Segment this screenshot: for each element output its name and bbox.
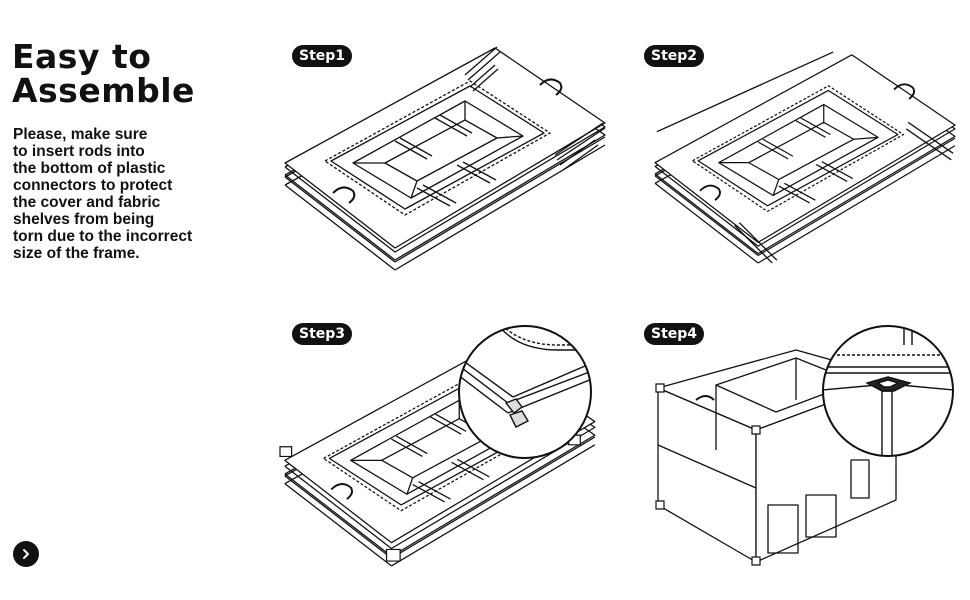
- step1-illustration: [284, 45, 606, 271]
- step4-badge: Step4: [644, 323, 705, 345]
- instruction-line: torn due to the incorrect: [13, 228, 193, 245]
- step2-illustration: [654, 45, 956, 264]
- instruction-line: to insert rods into: [13, 143, 145, 160]
- step3-connector-detail: [458, 325, 592, 459]
- next-button[interactable]: [13, 541, 39, 567]
- instruction-line: size of the frame.: [13, 245, 140, 262]
- instruction-line: the bottom of plastic: [13, 160, 166, 177]
- chevron-right-icon: [23, 549, 29, 559]
- page-title: Easy to Assemble: [12, 40, 195, 108]
- step3-badge: Step3: [292, 323, 353, 345]
- step4-connector-detail: [822, 325, 954, 457]
- instruction-line: connectors to protect: [13, 177, 173, 194]
- step1-badge: Step1: [292, 45, 353, 67]
- title-line-2: Assemble: [12, 71, 195, 110]
- title-line-1: Easy to: [12, 37, 152, 76]
- instruction-line: Please, make sure: [13, 126, 148, 143]
- step2-badge: Step2: [644, 45, 705, 67]
- instruction-line: shelves from being: [13, 211, 155, 228]
- instruction-line: the cover and fabric: [13, 194, 161, 211]
- assembly-instructions: Please, make sure to insert rods into th…: [13, 126, 228, 262]
